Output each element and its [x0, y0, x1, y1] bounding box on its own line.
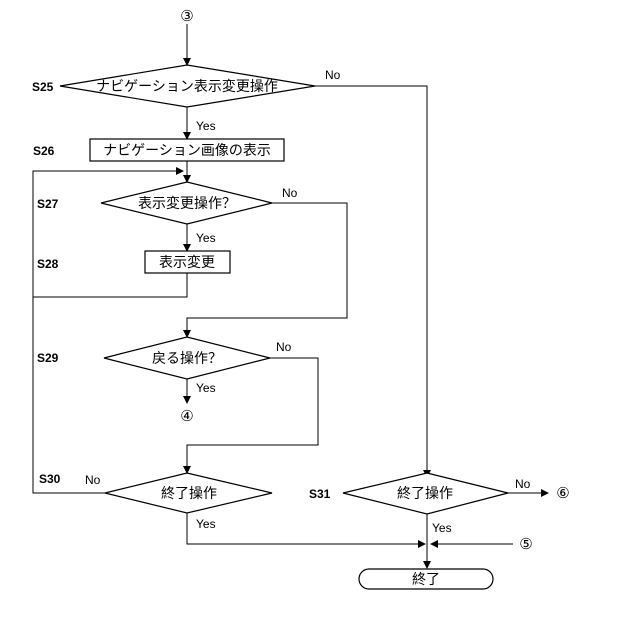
s25-text: ナビゲーション表示変更操作	[96, 78, 278, 95]
label-s27-yes: Yes	[196, 231, 216, 245]
step-id-s30: S30	[39, 472, 61, 486]
connector-3-top: ③	[180, 7, 193, 25]
label-s30-no: No	[85, 473, 101, 487]
label-s29-no: No	[276, 340, 292, 354]
connector-4: ④	[180, 407, 193, 425]
label-s30-yes: Yes	[196, 517, 216, 531]
s30-text: 終了操作	[161, 486, 217, 502]
step-id-s26: S26	[33, 144, 55, 158]
s31-text: 終了操作	[397, 486, 453, 502]
step-id-s25: S25	[32, 80, 54, 94]
step-id-s31: S31	[309, 487, 331, 501]
step-id-s28: S28	[37, 257, 59, 271]
end-text: 終了	[412, 572, 440, 588]
label-s31-no: No	[515, 477, 531, 491]
step-id-s27: S27	[37, 197, 59, 211]
label-s25-no: No	[325, 68, 341, 82]
step-id-s29: S29	[37, 351, 59, 365]
label-s31-yes: Yes	[432, 521, 452, 535]
s27-text: 表示変更操作？	[138, 195, 236, 212]
arrow-s30-yes	[187, 513, 425, 544]
label-s25-yes: Yes	[196, 119, 216, 133]
connector-6: ⑥	[556, 484, 569, 502]
s29-text: 戻る操作？	[152, 351, 222, 367]
arrow-s29-no	[187, 358, 318, 473]
line-s28-return	[33, 273, 187, 297]
s26-text: ナビゲーション画像の表示	[103, 143, 271, 159]
s28-text: 表示変更	[159, 254, 215, 271]
label-s27-no: No	[282, 186, 298, 200]
arrow-s30-no-loop	[33, 171, 183, 493]
connector-5: ⑤	[519, 535, 532, 553]
arrow-s25-no	[315, 86, 427, 477]
label-s29-yes: Yes	[196, 381, 216, 395]
